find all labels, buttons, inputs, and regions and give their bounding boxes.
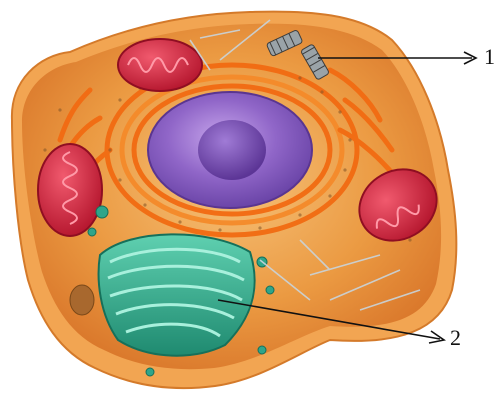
label-2: 2 — [450, 327, 461, 349]
golgi-apparatus — [99, 234, 255, 355]
nucleolus — [198, 120, 266, 180]
lysosome — [70, 285, 94, 315]
label-1: 1 — [484, 46, 495, 68]
mitochondrion-top — [118, 39, 202, 91]
mitochondrion-left — [38, 144, 102, 236]
